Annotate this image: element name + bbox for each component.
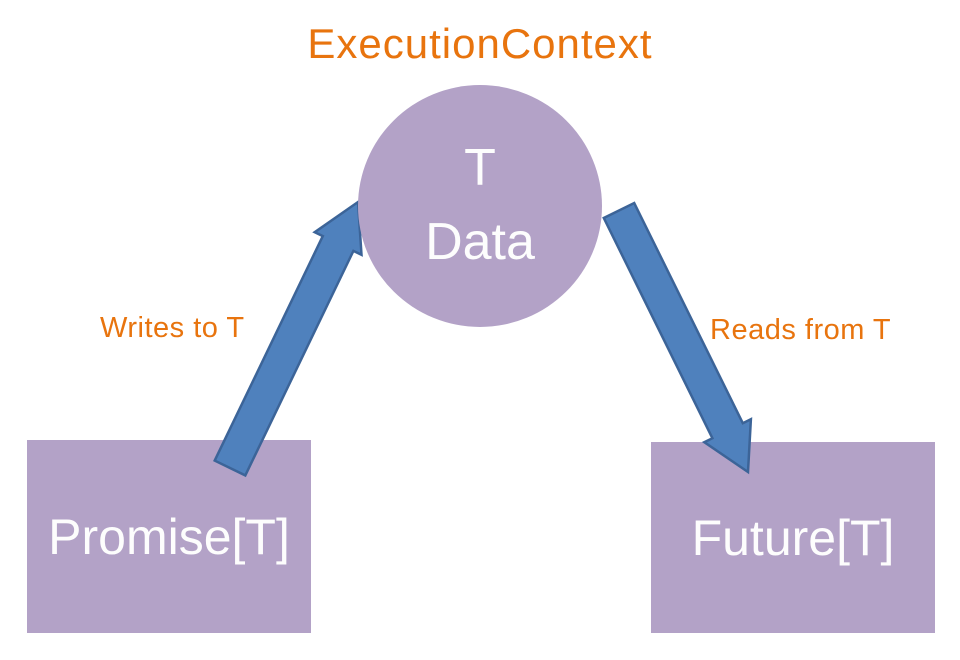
reads-arrow-down-icon — [602, 201, 753, 475]
writes-arrow-up-icon — [213, 199, 363, 478]
future-box: Future[T] — [651, 442, 935, 633]
data-node: T Data — [358, 85, 602, 327]
promise-box: Promise[T] — [27, 440, 311, 633]
future-box-label: Future[T] — [691, 509, 895, 566]
promise-box-label: Promise[T] — [48, 508, 290, 565]
writes-edge-label: Writes to T — [100, 312, 245, 344]
data-node-line2: Data — [425, 213, 535, 271]
data-node-line1: T — [464, 139, 496, 198]
reads-edge-label: Reads from T — [710, 314, 892, 346]
diagram-title: ExecutionContext — [307, 20, 653, 67]
